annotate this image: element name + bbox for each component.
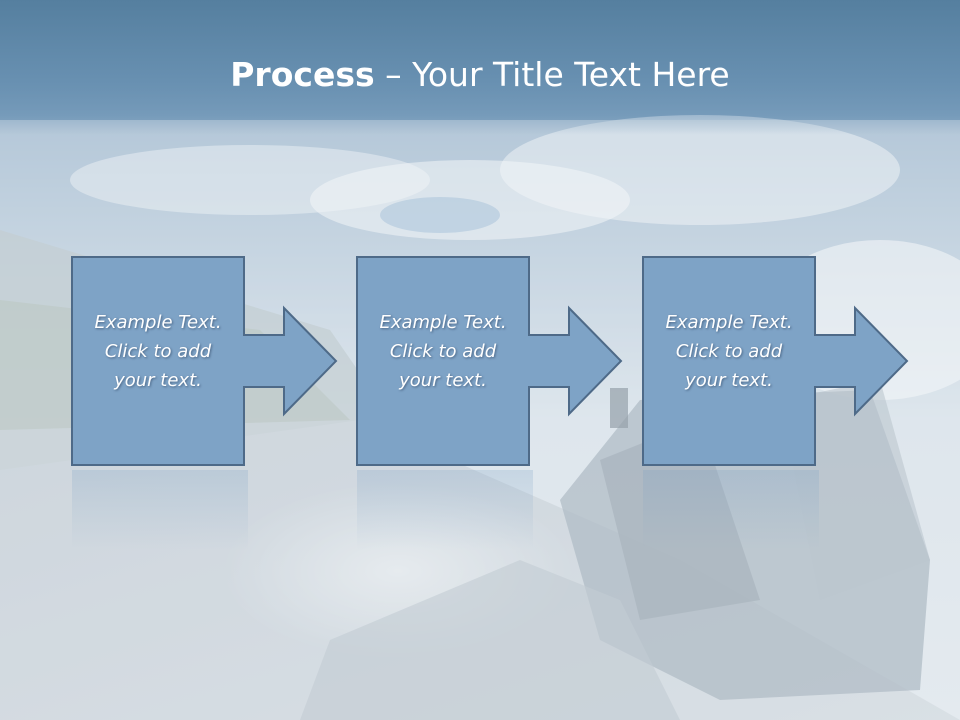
step-text[interactable]: Example Text. Click to add your text. — [642, 308, 816, 395]
step-text[interactable]: Example Text. Click to add your text. — [356, 308, 530, 395]
slide-title[interactable]: Process – Your Title Text Here — [0, 52, 960, 98]
step-text-line-2: Click to add — [104, 341, 212, 362]
step-text-line-3: your text. — [114, 370, 202, 391]
arrow-box-shape — [642, 256, 909, 466]
header-band — [0, 0, 960, 135]
step-text[interactable]: Example Text. Click to add your text. — [71, 308, 245, 395]
step-3-reflection — [643, 470, 819, 550]
step-text-line-1: Example Text. — [665, 312, 793, 333]
process-step-3[interactable]: Example Text. Click to add your text. — [642, 256, 934, 466]
step-text-line-2: Click to add — [675, 341, 783, 362]
step-text-line-2: Click to add — [389, 341, 497, 362]
step-2-reflection — [357, 470, 533, 550]
arrow-box-shape — [71, 256, 338, 466]
arrow-box-shape — [356, 256, 623, 466]
step-text-line-1: Example Text. — [94, 312, 222, 333]
step-text-line-3: your text. — [685, 370, 773, 391]
step-text-line-3: your text. — [399, 370, 487, 391]
process-step-1[interactable]: Example Text. Click to add your text. — [71, 256, 363, 466]
title-bold-text: Process — [230, 55, 375, 94]
title-rest-text: – Your Title Text Here — [374, 55, 730, 94]
process-step-2[interactable]: Example Text. Click to add your text. — [356, 256, 648, 466]
step-text-line-1: Example Text. — [379, 312, 507, 333]
step-1-reflection — [72, 470, 248, 550]
